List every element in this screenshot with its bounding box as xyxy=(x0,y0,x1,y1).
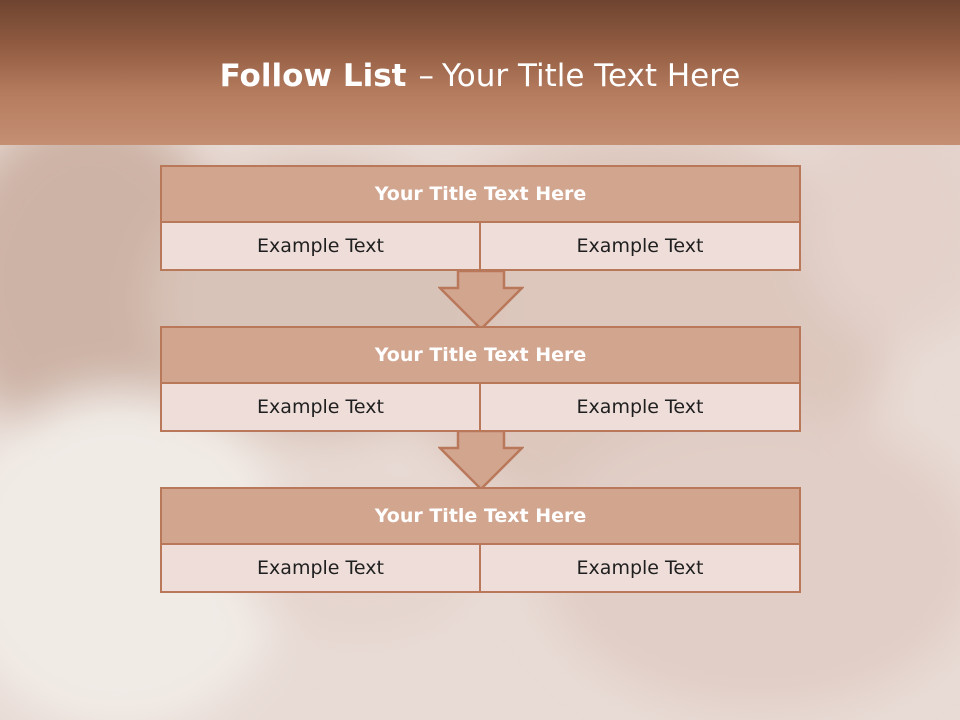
title-rest-part: Your Title Text Here xyxy=(441,58,741,94)
title-bar: Follow List–Your Title Text Here xyxy=(0,0,960,145)
block-title: Your Title Text Here xyxy=(160,487,801,545)
list-block-1: Your Title Text Here Example Text Exampl… xyxy=(160,165,801,271)
slide-title: Follow List–Your Title Text Here xyxy=(0,54,960,98)
block-title: Your Title Text Here xyxy=(160,326,801,384)
block-cell-right: Example Text xyxy=(479,382,801,432)
down-arrow-icon xyxy=(438,270,524,331)
title-bold-part: Follow List xyxy=(219,58,407,94)
down-arrow-icon xyxy=(438,430,524,491)
block-title: Your Title Text Here xyxy=(160,165,801,223)
block-cell-left: Example Text xyxy=(160,221,481,271)
block-cell-left: Example Text xyxy=(160,382,481,432)
title-separator: – xyxy=(418,58,434,94)
list-block-2: Your Title Text Here Example Text Exampl… xyxy=(160,326,801,432)
block-cell-right: Example Text xyxy=(479,221,801,271)
list-block-3: Your Title Text Here Example Text Exampl… xyxy=(160,487,801,593)
block-cell-left: Example Text xyxy=(160,543,481,593)
block-cell-right: Example Text xyxy=(479,543,801,593)
